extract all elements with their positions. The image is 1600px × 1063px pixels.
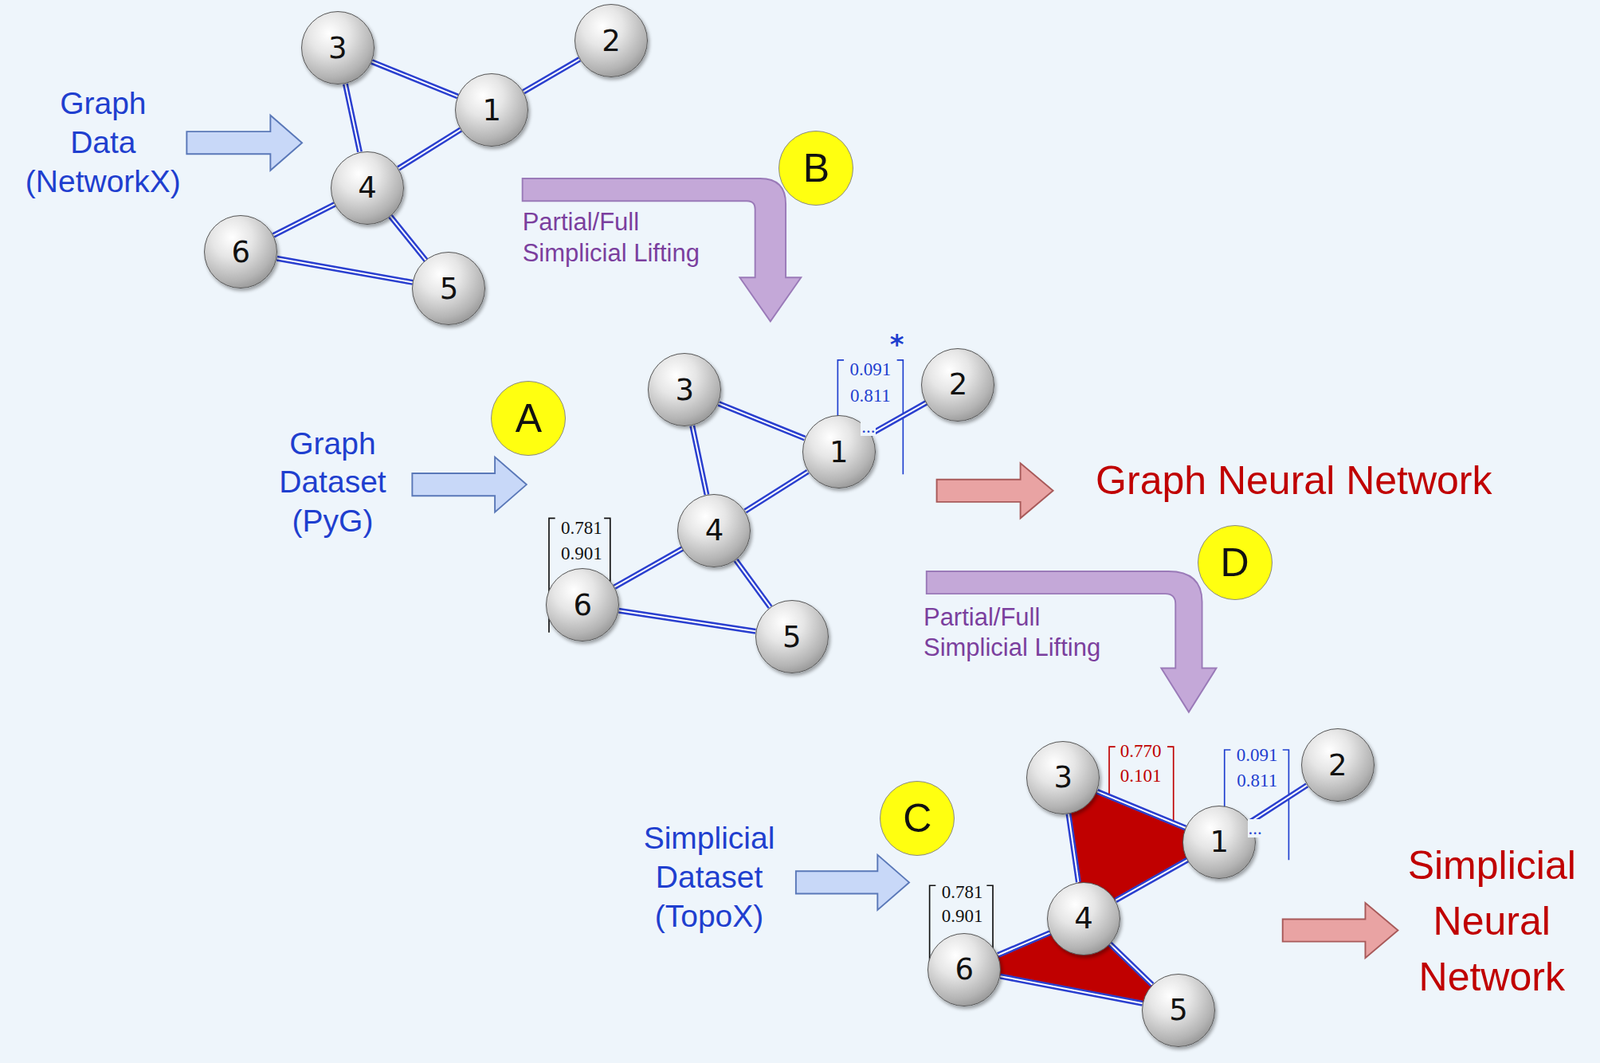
feature-value: 0.811	[1235, 771, 1279, 790]
graph-vertex: 3	[647, 352, 722, 427]
vertex-number: 3	[1054, 760, 1074, 795]
graph-edge	[390, 215, 427, 260]
graph-vertex: 4	[677, 494, 751, 568]
vertex-number: 1	[1210, 824, 1230, 859]
graph-edge	[1109, 944, 1153, 985]
graph-edge	[1115, 859, 1188, 901]
graph-edge	[736, 560, 771, 608]
vertex-number: 4	[357, 170, 377, 205]
vertex-number: 1	[482, 93, 502, 128]
feature-value: 0.811	[849, 386, 892, 405]
graph-vertex: 3	[301, 11, 375, 85]
lifting-label: Partial/Full Simplicial Lifting	[923, 602, 1119, 665]
vertex-number: 2	[949, 367, 969, 402]
text-label: Simplicial Dataset (TopoX)	[643, 819, 776, 936]
brackets	[549, 360, 1289, 978]
lifting-label: Partial/Full Simplicial Lifting	[522, 207, 718, 270]
lifting-arrows	[522, 178, 1217, 713]
graph-vertex: 5	[1141, 973, 1216, 1048]
feature-value: 0.781	[560, 518, 604, 538]
model-label: Simplicial Neural Network	[1407, 837, 1577, 1005]
feature-value: 0.781	[941, 882, 985, 902]
graph-edge	[614, 549, 683, 588]
vertex-number: 3	[328, 31, 348, 66]
graph-vertex: 4	[330, 151, 404, 225]
graph-edge	[997, 933, 1050, 956]
vertex-number: 5	[439, 271, 459, 306]
graph-vertex: 5	[755, 600, 829, 674]
feature-value: 0.901	[941, 906, 985, 926]
text-label: Graph Dataset (PyG)	[278, 424, 386, 542]
input-arrows	[186, 115, 910, 910]
graph-edge	[718, 403, 805, 439]
graph-vertex: 6	[545, 568, 620, 642]
step-badge: D	[1197, 525, 1273, 600]
badge-letter: A	[515, 395, 542, 442]
step-badge: C	[879, 780, 955, 856]
graph-edge	[1000, 976, 1143, 1004]
vertex-number: 1	[829, 435, 849, 470]
feature-value: 0.101	[1119, 766, 1163, 785]
graph-edge	[870, 402, 927, 434]
vertex-number: 2	[601, 23, 621, 59]
graph-edge	[277, 258, 414, 283]
step-badge: A	[490, 380, 566, 456]
feature-value: 0.901	[560, 544, 604, 563]
output-arrows	[937, 462, 1399, 958]
graph-edge	[1097, 791, 1186, 828]
graph-vertex: 2	[921, 348, 995, 422]
graph-edge	[398, 129, 461, 169]
graph-vertex: 4	[1047, 882, 1121, 956]
vertex-number: 6	[572, 588, 593, 623]
vertex-number: 2	[1328, 748, 1348, 783]
graph-edge	[692, 425, 707, 495]
graph-edge	[745, 471, 808, 512]
graph-vertex: 1	[454, 73, 529, 147]
step-badge: B	[778, 130, 854, 206]
ellipsis: ...	[860, 417, 876, 436]
vertex-number: 3	[675, 372, 695, 408]
graph-edge	[372, 61, 459, 97]
graph-edge	[345, 83, 360, 152]
feature-value: 0.091	[848, 360, 892, 379]
graph-edge	[273, 203, 335, 236]
graph-vertex: 5	[411, 251, 486, 326]
graph-vertex: 6	[203, 215, 278, 289]
badge-letter: D	[1219, 539, 1249, 586]
vertex-number: 6	[231, 235, 251, 270]
badge-letter: B	[803, 145, 830, 192]
vertex-number: 4	[1074, 901, 1094, 936]
graph-edge	[619, 610, 757, 632]
graph-edge	[523, 58, 580, 92]
text-label: Graph Data (NetworkX)	[25, 84, 181, 201]
model-label: Graph Neural Network	[1095, 455, 1492, 506]
vertex-number: 4	[705, 513, 725, 548]
feature-value: 0.770	[1119, 741, 1163, 761]
vertex-number: 5	[1168, 992, 1189, 1028]
vertex-number: 6	[954, 952, 974, 987]
graph-edge	[1250, 784, 1307, 822]
graph-vertex: 2	[1301, 728, 1375, 802]
vertex-number: 5	[782, 619, 802, 655]
graph-vertex: 3	[1026, 741, 1100, 815]
graph-vertex: 2	[574, 3, 648, 78]
badge-letter: C	[902, 795, 932, 842]
ellipsis: ...	[1247, 819, 1263, 838]
graph-vertex: 6	[927, 933, 1001, 1007]
marker: *	[890, 330, 905, 358]
graph-vertex: 1	[1182, 805, 1256, 879]
feature-value: 0.091	[1235, 745, 1279, 765]
graph-edge	[1068, 813, 1079, 883]
